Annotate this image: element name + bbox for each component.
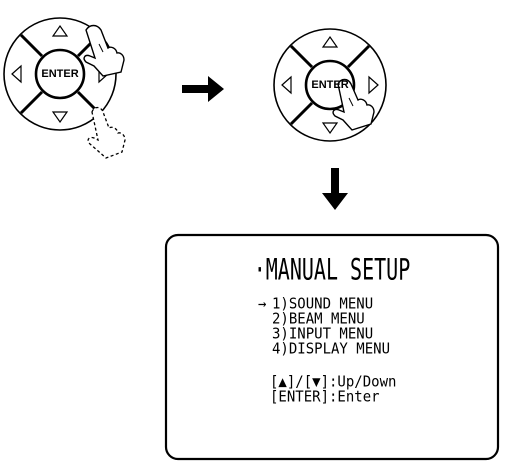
menu-item-beam: 2)BEAM MENU — [272, 310, 365, 328]
enter-button-left — [34, 48, 86, 100]
pad-separator — [289, 44, 314, 69]
pad-separator — [346, 44, 371, 69]
down-arrow-icon — [51, 111, 69, 124]
menu-cursor-icon: → — [258, 295, 267, 313]
down-flow-arrow-icon — [322, 168, 348, 210]
remote-pad-left — [3, 17, 126, 159]
menu-item-sound: 1)SOUND MENU — [272, 295, 374, 313]
help-enter: [ENTER]:Enter — [270, 388, 380, 406]
hand-detail — [348, 97, 354, 107]
hand-ghost-icon — [87, 106, 126, 159]
right-flow-arrow-icon — [182, 76, 224, 102]
pad-separator — [289, 101, 314, 126]
hand-pointer-icon — [83, 24, 125, 77]
help-updown: [▲]/[▼]:Up/Down — [270, 373, 397, 391]
up-arrow-icon — [321, 35, 339, 48]
hand-detail — [98, 43, 104, 53]
menu-item-display: 4)DISPLAY MENU — [272, 340, 391, 358]
hand-pointer-icon — [332, 78, 375, 131]
right-arrow-icon — [368, 75, 379, 95]
left-arrow-icon — [281, 75, 292, 95]
left-arrow-icon — [11, 64, 22, 84]
pad-separator — [19, 33, 44, 58]
remote-pad-right — [273, 28, 387, 142]
down-arrow-icon — [321, 122, 339, 135]
screen-title: ·MANUAL SETUP — [253, 252, 411, 287]
menu-item-input: 3)INPUT MENU — [272, 325, 374, 343]
enter-label-right: ENTER — [311, 79, 349, 91]
enter-label-left: ENTER — [41, 68, 79, 80]
up-arrow-icon — [51, 24, 69, 37]
osd-screen — [164, 233, 500, 461]
pad-separator — [19, 90, 44, 115]
